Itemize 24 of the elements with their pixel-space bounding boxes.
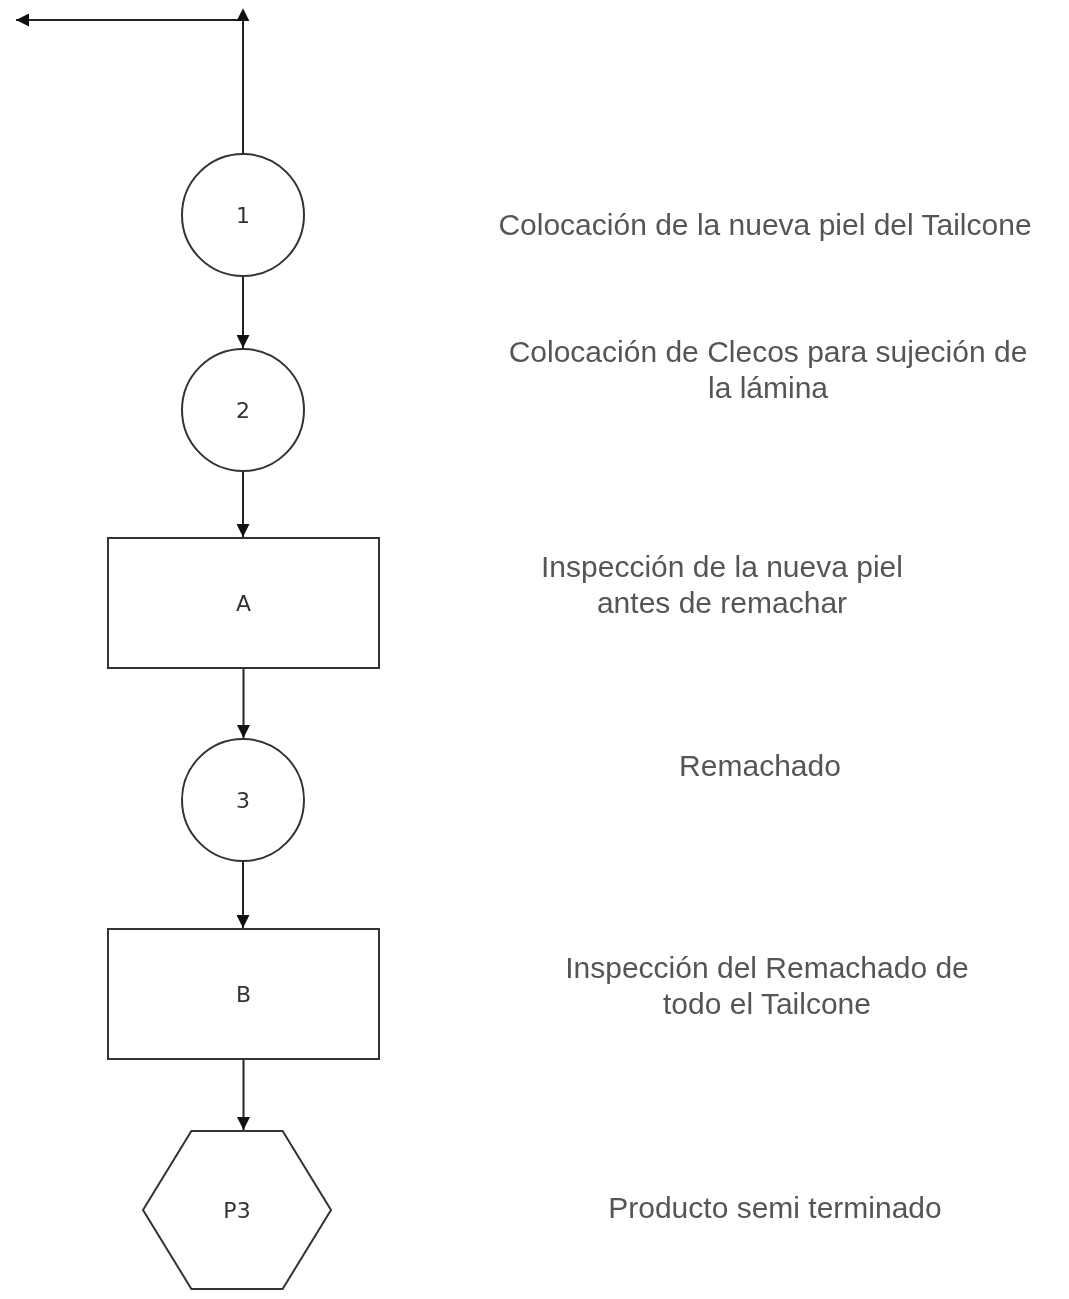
step-code: P3: [223, 1197, 251, 1223]
product-hexagon: [142, 1130, 332, 1290]
step-description: Remachado: [678, 748, 842, 784]
arrow: [237, 1059, 250, 1131]
inspection-box: [107, 537, 380, 669]
step-description: Inspección de la nueva piel antes de remachar: [540, 549, 904, 621]
step-code: 1: [236, 202, 250, 228]
step-description: Colocación de Clecos para sujeción de la lámina: [507, 334, 1029, 406]
step-description: Colocación de la nueva piel del Tailcone: [497, 207, 1033, 243]
step-code: 2: [236, 397, 250, 423]
operation-circle: [181, 738, 305, 862]
inspection-box: [107, 928, 380, 1060]
operation-circle: [181, 153, 305, 277]
step-description: Producto semi terminado: [607, 1190, 943, 1226]
step-code: A: [235, 590, 252, 616]
arrow: [236, 861, 250, 929]
arrow: [237, 668, 250, 739]
step-code: B: [235, 981, 252, 1007]
arrow: [236, 471, 250, 538]
step-code: 3: [236, 787, 250, 813]
arrow: [236, 276, 250, 349]
step-description: Inspección del Remachado de todo el Tailcone: [564, 950, 970, 1022]
arrow: [15, 8, 250, 154]
operation-circle: [181, 348, 305, 472]
